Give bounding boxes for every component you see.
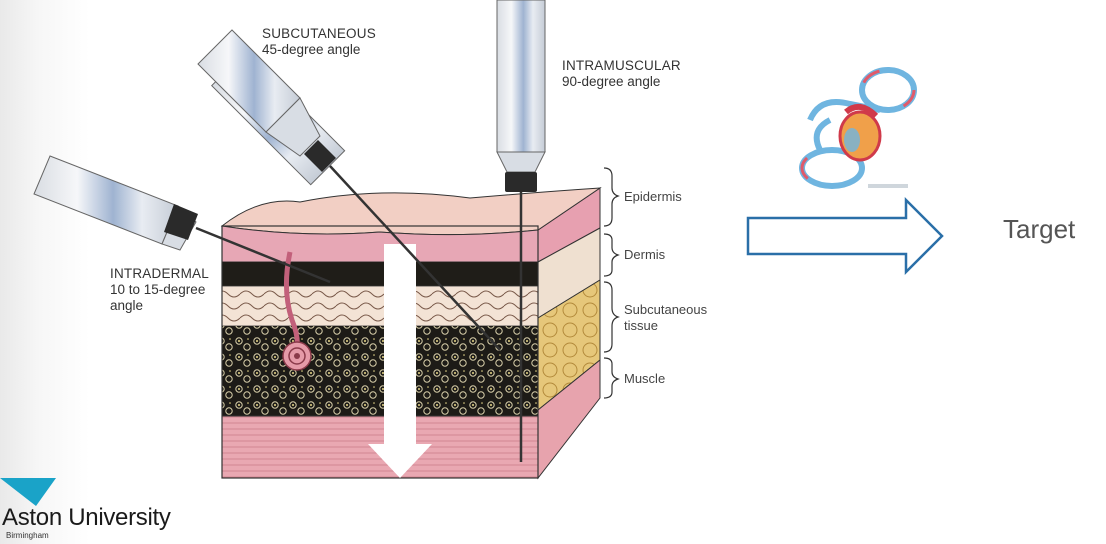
skin-block [220, 187, 602, 480]
aston-logo-mark [0, 478, 56, 506]
layer-muscle: Muscle [624, 371, 666, 386]
front-fat [222, 326, 538, 416]
layer-epidermis: Epidermis [624, 189, 682, 204]
front-dermis-dark [222, 262, 538, 286]
layer-subcutaneous: Subcutaneous [624, 302, 708, 317]
intramuscular-angle-label: 90-degree angle [562, 74, 661, 89]
target-label: Target [1003, 214, 1076, 244]
depth-arrow [368, 244, 432, 478]
front-dermis [221, 285, 539, 327]
subcutaneous-angle-label: 45-degree angle [262, 42, 361, 57]
intramuscular-label: INTRAMUSCULAR [562, 58, 681, 73]
intramuscular-syringe [496, 0, 546, 462]
intradermal-syringe [33, 155, 331, 284]
aston-university-logo-text: Aston University [2, 504, 171, 531]
target-arrow [746, 196, 944, 276]
intradermal-label: INTRADERMAL [110, 266, 209, 281]
subcutaneous-syringe-body [197, 29, 501, 351]
layer-dermis: Dermis [624, 247, 666, 262]
aston-city-text: Birmingham [6, 531, 49, 540]
subcutaneous-label: SUBCUTANEOUS [262, 26, 376, 41]
intradermal-angle-label-1: 10 to 15-degree [110, 282, 206, 297]
circulation-icon [799, 67, 917, 189]
layer-braces [603, 167, 620, 399]
layer-subcutaneous-tissue: tissue [624, 318, 658, 333]
intradermal-angle-label-2: angle [110, 298, 144, 313]
